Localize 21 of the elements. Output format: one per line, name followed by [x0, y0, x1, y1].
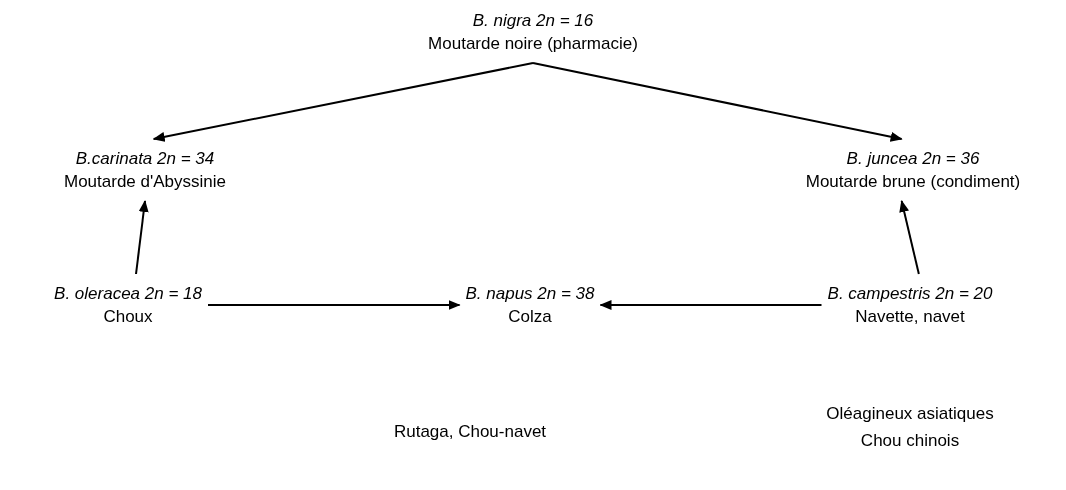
arrow	[899, 200, 920, 275]
species-name: B. juncea 2n = 36	[845, 148, 981, 170]
common-name: Moutarde noire (pharmacie)	[428, 33, 638, 55]
arrow	[207, 300, 461, 310]
arrow	[152, 62, 534, 142]
common-name: Moutarde d'Abyssinie	[64, 171, 226, 193]
common-name: Colza	[507, 306, 553, 328]
species-name: B. napus 2n = 38	[465, 283, 595, 305]
arrow	[599, 300, 823, 310]
species-name: B. oleracea 2n = 18	[54, 283, 202, 305]
note-text: Rutaga, Chou-navet	[393, 421, 547, 443]
species-name: B. nigra 2n = 16	[471, 10, 595, 32]
common-name: Choux	[102, 306, 154, 328]
arrow	[135, 200, 149, 275]
species-name: B.carinata 2n = 34	[74, 148, 216, 170]
note-text: Chou chinois	[860, 430, 960, 452]
arrow	[532, 62, 903, 142]
common-name: Moutarde brune (condiment)	[805, 171, 1021, 193]
note-text: Oléagineux asiatiques	[826, 403, 994, 425]
common-name: Navette, navet	[854, 306, 966, 328]
species-name: B. campestris 2n = 20	[827, 283, 993, 305]
